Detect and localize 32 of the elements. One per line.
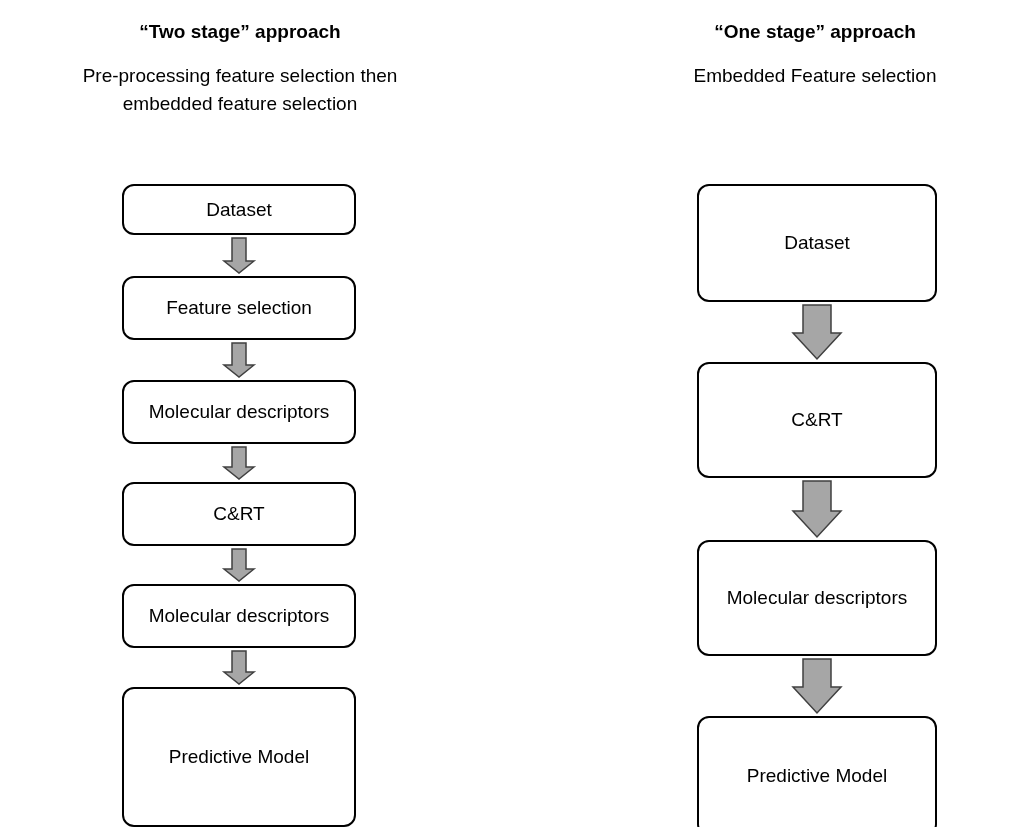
block-arrow [221,237,257,274]
process-box [122,584,356,648]
block-arrow [791,304,843,361]
box-label: C&RT [213,502,265,526]
column-subtitle: Pre-processing feature selection then embedded feature selection [81,64,399,116]
process-box [122,184,356,235]
process-box [122,482,356,546]
column-heading: “One stage” approach [713,20,917,44]
block-arrow [221,650,257,685]
process-box [122,687,356,827]
box-label: Dataset [206,197,272,222]
box-label: Molecular descriptors [148,604,330,628]
box-label: Predictive Model [746,764,888,788]
block-arrow [221,548,257,582]
box-label: Molecular descriptors [726,586,908,610]
box-label: Molecular descriptors [148,400,330,424]
box-label: Feature selection [166,296,312,320]
block-arrow [221,342,257,378]
box-label: Predictive Model [168,745,310,769]
column-heading: “Two stage” approach [138,20,342,44]
box-label: C&RT [791,408,843,432]
process-box [697,184,937,302]
column-subtitle: Embedded Feature selection [692,64,938,88]
process-box [697,362,937,478]
block-arrow [221,446,257,480]
box-label: Dataset [784,231,850,255]
block-arrow [791,480,843,539]
block-arrow [791,658,843,715]
process-box [697,716,937,827]
process-box [122,276,356,340]
process-box [122,380,356,444]
process-box [697,540,937,656]
